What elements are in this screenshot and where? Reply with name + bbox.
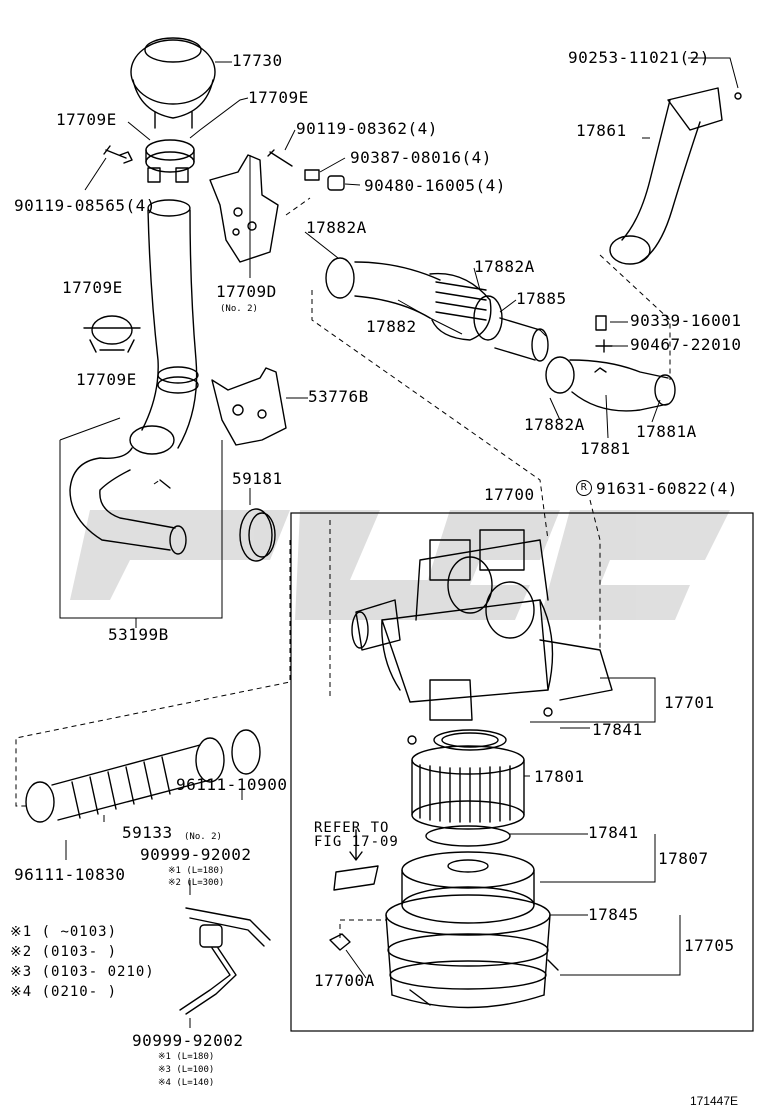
bracket-17709d-drawing <box>209 154 279 263</box>
note-4: ※4 (0210- ) <box>10 984 118 1000</box>
label-90387-08016: 90387-08016(4) <box>350 148 492 167</box>
air-cleaner-group-box <box>290 512 754 1032</box>
label-17885: 17885 <box>516 289 567 308</box>
pipe-53199b-drawing <box>69 447 187 555</box>
label-90480-16005: 90480-16005(4) <box>364 176 506 195</box>
refer-line-1: REFER TO <box>314 820 390 836</box>
label-90119-08565: 90119-08565(4) <box>14 196 156 215</box>
filter-17801-drawing <box>411 745 525 830</box>
case-17705-drawing <box>385 894 559 1009</box>
note-1: ※1 ( ~0103) <box>10 924 118 940</box>
label-90999-a-note-2: ※2 (L=300) <box>168 878 225 888</box>
label-59181: 59181 <box>232 469 283 488</box>
label-17881: 17881 <box>580 439 631 458</box>
label-17882a-right: 17882A <box>474 257 535 276</box>
label-17709d-sub: (No. 2) <box>220 304 258 314</box>
label-91631-60822: 91631-60822(4) <box>596 479 738 498</box>
air-cleaner-cap-drawing <box>351 529 613 745</box>
label-17709e-top-right: 17709E <box>248 88 309 107</box>
label-53199b: 53199B <box>108 625 169 644</box>
label-17882a-bottom: 17882A <box>524 415 585 434</box>
label-17882a-left: 17882A <box>306 218 367 237</box>
label-53776b: 53776B <box>308 387 369 406</box>
label-90999-92002-a: 90999-92002 <box>140 845 252 864</box>
label-90999-92002-b: 90999-92002 <box>132 1031 244 1050</box>
label-17709d: 17709D <box>216 282 277 301</box>
label-17700a: 17700A <box>314 971 375 990</box>
label-17730: 17730 <box>232 51 283 70</box>
label-90999-b-note-3: ※4 (L=140) <box>158 1078 215 1088</box>
clamp-17709e-top-drawing <box>145 139 195 183</box>
hose-90999-drawing <box>179 907 271 1015</box>
label-90999-b-note-1: ※1 (L=180) <box>158 1052 215 1062</box>
label-17882: 17882 <box>366 317 417 336</box>
label-17700: 17700 <box>484 485 535 504</box>
clamp-17709e-mid-drawing <box>83 315 141 353</box>
label-17709e-mid-top: 17709E <box>62 278 123 297</box>
note-3: ※3 (0103- 0210) <box>10 964 155 980</box>
label-17709e-top-left: 17709E <box>56 110 117 129</box>
hose-long-drawing <box>129 199 199 455</box>
label-96111-10900: 96111-10900 <box>176 775 288 794</box>
bracket-53776b-drawing <box>211 367 287 446</box>
label-17841-top: 17841 <box>592 720 643 739</box>
label-17841-bottom: 17841 <box>588 823 639 842</box>
note-2: ※2 (0103- ) <box>10 944 118 960</box>
cap-17730-drawing <box>130 37 216 129</box>
small-parts-right-drawing <box>595 315 613 353</box>
label-17709e-mid-bottom: 17709E <box>76 370 137 389</box>
gasket-17841-top-drawing <box>433 729 507 751</box>
small-parts-top-drawing <box>267 149 345 191</box>
clip-17700a-drawing <box>329 933 351 951</box>
label-90999-a-note-1: ※1 (L=180) <box>168 866 225 876</box>
hose-59133-drawing <box>25 729 261 823</box>
cover-17807-drawing <box>401 851 535 924</box>
label-17861: 17861 <box>576 121 627 140</box>
label-90253-11021: 90253-11021(2) <box>568 48 710 67</box>
label-17801: 17801 <box>534 767 585 786</box>
hose-17881-drawing <box>545 356 676 412</box>
refer-symbol-drawing <box>333 865 379 891</box>
label-91631-symbol: R <box>576 480 592 496</box>
label-96111-10830: 96111-10830 <box>14 865 126 884</box>
label-17845: 17845 <box>588 905 639 924</box>
refer-arrow-drawing <box>349 829 363 861</box>
label-17881a: 17881A <box>636 422 697 441</box>
label-90119-08362: 90119-08362(4) <box>296 119 438 138</box>
label-59133-sub: (No. 2) <box>184 832 222 842</box>
tube-17861-drawing <box>609 87 742 265</box>
catalog-number: 171447E <box>689 1094 738 1108</box>
hose-17885-drawing <box>494 317 549 362</box>
grommet-59181-drawing <box>239 508 276 562</box>
refer-line-2: FIG 17-09 <box>314 834 399 850</box>
label-17807: 17807 <box>658 849 709 868</box>
label-90339-16001: 90339-16001 <box>630 311 742 330</box>
gasket-17841-bottom-drawing <box>425 825 511 847</box>
bolt-90119-08565-drawing <box>103 145 133 164</box>
label-17701: 17701 <box>664 693 715 712</box>
label-90467-22010: 90467-22010 <box>630 335 742 354</box>
label-90999-b-note-2: ※3 (L=100) <box>158 1065 215 1075</box>
label-59133: 59133 <box>122 823 173 842</box>
label-17705: 17705 <box>684 936 735 955</box>
